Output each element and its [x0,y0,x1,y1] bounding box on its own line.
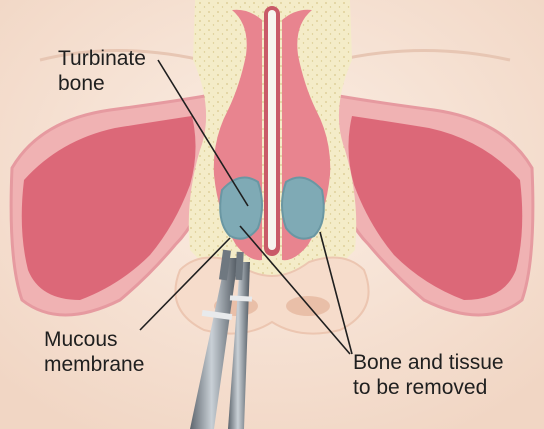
bone-tissue-label-line2: to be removed [353,375,504,400]
turbinate-label-line2: bone [58,71,146,96]
right-turbinate [282,178,324,239]
left-turbinate [220,178,262,239]
turbinate-bone-label: Turbinate bone [58,46,146,96]
mucous-label-line1: Mucous [44,327,144,352]
mucous-membrane-label: Mucous membrane [44,327,144,377]
turbinate-label-line1: Turbinate [58,46,146,71]
bone-and-tissue-label: Bone and tissue to be removed [353,350,504,400]
septum-cartilage [268,10,276,250]
instrument-tip-right [235,252,243,280]
mucous-label-line2: membrane [44,352,144,377]
bone-tissue-label-line1: Bone and tissue [353,350,504,375]
